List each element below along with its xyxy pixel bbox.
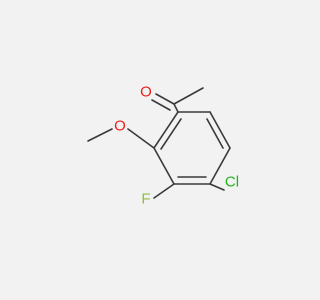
chlorine-label: Cl <box>225 174 239 191</box>
oxygen-methoxy-label: O <box>114 118 126 135</box>
fluorine-label: F <box>141 191 150 208</box>
bond-ring-c5-c6 <box>209 111 231 149</box>
bond-carbonyl-oxygen-2 <box>151 99 171 111</box>
bond-ring-methoxy-o <box>127 128 155 149</box>
bond-ring-carbonyl <box>173 103 179 113</box>
bond-ring-c2-c3 <box>153 147 175 185</box>
bond-carbonyl-methyl <box>173 87 204 105</box>
bond-ring-c1-c2 <box>153 111 179 149</box>
bond-ring-inner-3 <box>206 118 224 149</box>
bond-ring-fluorine <box>153 183 175 199</box>
molecule-structure: O O F Cl <box>87 84 239 208</box>
oxygen-carbonyl-label: O <box>140 84 152 101</box>
bond-ring-inner-1 <box>160 118 182 150</box>
bond-ring-c4-c5 <box>209 147 231 185</box>
bond-methoxy-o-c <box>87 128 113 142</box>
bond-carbonyl-oxygen-1 <box>155 93 175 105</box>
bond-ring-chlorine <box>209 183 225 191</box>
